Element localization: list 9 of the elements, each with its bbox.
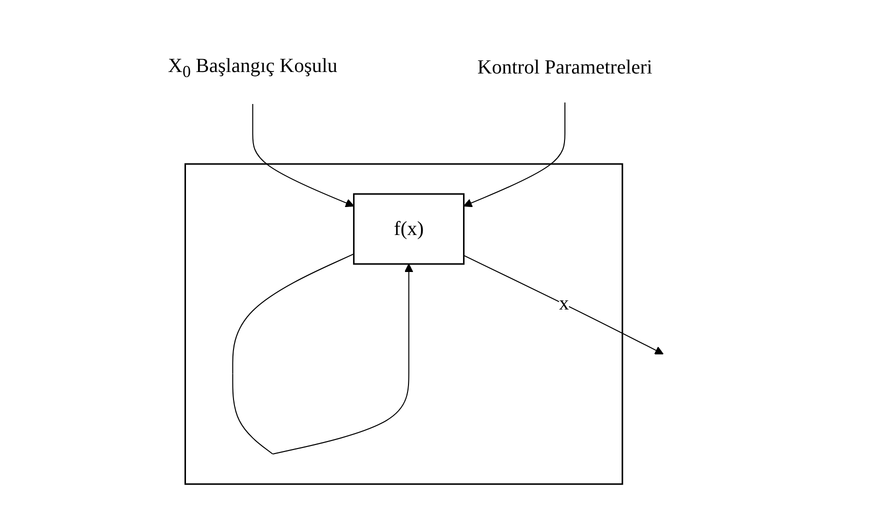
node-text: X$_{0}$ Başlangıç Koşulu — [168, 54, 338, 81]
node-box: f(x) — [352, 193, 464, 265]
edge-label: x — [558, 292, 569, 315]
node-text: Kontrol Parametreleri — [477, 56, 652, 78]
arrow — [463, 254, 664, 354]
arrow — [463, 102, 566, 208]
arrow — [252, 103, 354, 208]
cluster — [184, 163, 623, 485]
arrow — [232, 253, 413, 454]
